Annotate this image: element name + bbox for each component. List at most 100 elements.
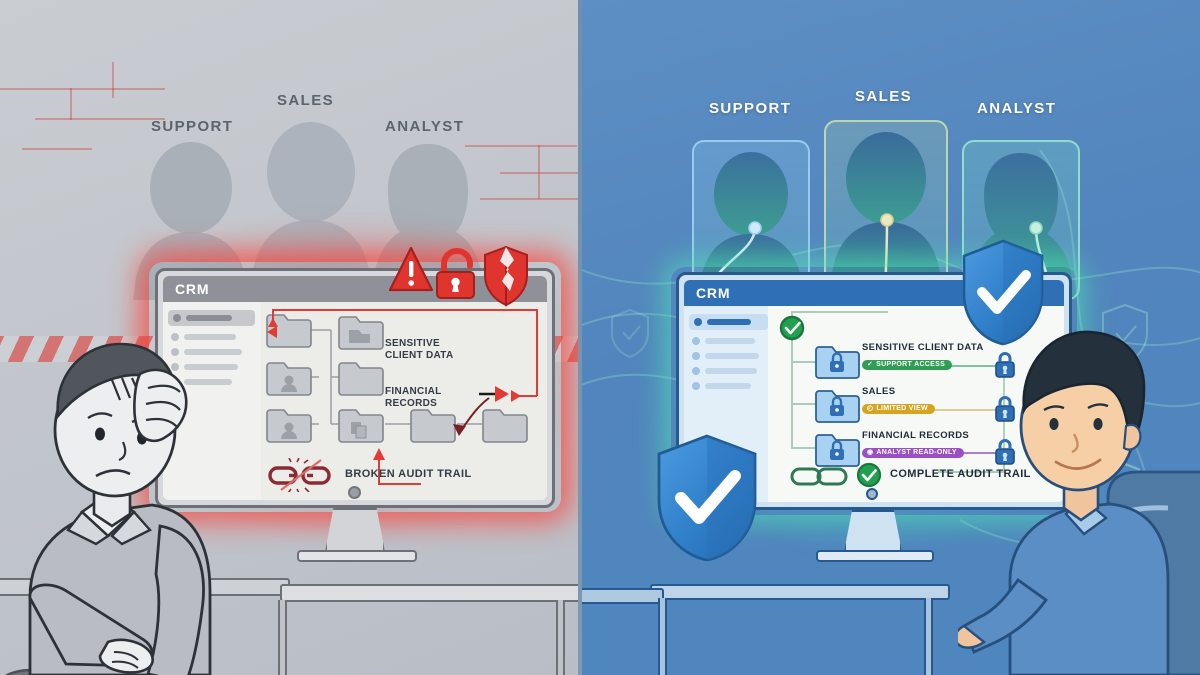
crm-sidebar-left[interactable] [168, 310, 255, 393]
broken-shield-icon [484, 246, 528, 307]
lock-icon-2 [995, 396, 1015, 422]
crm-sidebar-item[interactable] [692, 382, 768, 390]
permission-title: FINANCIAL RECORDS [862, 430, 970, 441]
permission-row-sales[interactable]: SALES ◴ LIMITED VIEW [862, 386, 935, 415]
sidebar-bullet-icon [692, 382, 700, 390]
badge-support-access[interactable]: ✓ SUPPORT ACCESS [862, 359, 953, 370]
label-line-2: CLIENT DATA [385, 349, 454, 361]
bg-circuit-line [500, 172, 580, 174]
panel-divider [578, 0, 582, 675]
persona-label-analyst-left: ANALYST [385, 118, 465, 135]
sidebar-label-placeholder [705, 368, 757, 374]
monitor-power-led [866, 488, 878, 500]
persona-label-support-right: SUPPORT [709, 100, 792, 117]
desk-leg-left-b [556, 600, 565, 675]
persona-label-sales-left: SALES [277, 92, 335, 109]
sidebar-label-placeholder [705, 353, 759, 359]
desk-surface-right-b [580, 588, 664, 604]
complete-audit-trail-label: COMPLETE AUDIT TRAIL [890, 468, 1031, 480]
analyst-silhouette-icon [371, 144, 485, 300]
sidebar-bullet-icon [173, 314, 181, 322]
bg-circuit-line [465, 145, 577, 147]
lock-icon-3 [995, 439, 1015, 465]
broken-audit-trail-label: BROKEN AUDIT TRAIL [345, 468, 472, 480]
monitor-power-led [348, 486, 361, 499]
bg-circuit-line [112, 62, 114, 98]
persona-label-analyst-right: ANALYST [977, 100, 1057, 117]
crm-sidebar-item-active[interactable] [168, 310, 255, 326]
crm-sidebar-item[interactable] [692, 367, 768, 375]
person-frustrated-left [5, 342, 212, 675]
permission-title: SALES [862, 386, 896, 397]
crm-sidebar-item-active[interactable] [689, 314, 768, 330]
persona-node-analyst [1029, 221, 1043, 235]
monitor-left: CRM [155, 268, 555, 562]
bg-circuit-line [538, 145, 540, 199]
crm-titlebar-left: CRM [163, 276, 547, 302]
permission-routing-right [779, 311, 1015, 473]
crm-app-title-left: CRM [175, 281, 210, 297]
bg-circuit-line [480, 198, 580, 200]
watermark-shield-icon [611, 308, 649, 359]
person-confident-right [958, 330, 1200, 675]
left-panel-before: SUPPORT SALES ANALYST CRM [0, 0, 580, 675]
badge-label: ANALYST READ-ONLY [876, 449, 957, 456]
sidebar-label-placeholder [184, 364, 238, 370]
badge-analyst-read-only[interactable]: ◉ ANALYST READ-ONLY [862, 447, 964, 458]
sidebar-bullet-icon [692, 337, 700, 345]
persona-node-sales [880, 213, 894, 227]
crm-sidebar-item[interactable] [692, 337, 768, 345]
crm-screen-left: CRM [163, 276, 547, 500]
desk-leg-right-a [658, 598, 667, 675]
sidebar-bullet-icon [692, 367, 700, 375]
desk-leg-right-b [924, 598, 933, 675]
sidebar-bullet-icon [692, 352, 700, 360]
desk-surface-right-a [650, 584, 950, 600]
sidebar-label-placeholder [705, 338, 755, 344]
folder-locked-3 [815, 434, 860, 467]
sidebar-bullet-icon [694, 318, 702, 326]
crm-app-title-right: CRM [696, 285, 731, 301]
monitor-base-right [816, 550, 934, 562]
bg-circuit-line [22, 148, 92, 150]
sidebar-bullet-icon [171, 333, 179, 341]
permission-row-sensitive-client-data[interactable]: SENSITIVE CLIENT DATA ✓ SUPPORT ACCESS [862, 342, 984, 371]
sidebar-bullet-icon [171, 348, 179, 356]
sidebar-label-placeholder [184, 349, 242, 355]
crm-sidebar-item[interactable] [692, 352, 768, 360]
label-financial-records-left: FINANCIAL RECORDS [385, 386, 442, 410]
warning-triangle-icon [388, 246, 434, 292]
right-panel-after: SUPPORT SALES ANALYST CRM [580, 0, 1200, 675]
crm-sidebar-item[interactable] [171, 363, 255, 371]
persona-label-sales-right: SALES [855, 88, 913, 105]
folder-graph-left [266, 309, 538, 485]
eye-icon: ◉ [867, 449, 874, 456]
sidebar-label-placeholder [186, 315, 232, 321]
folder-locked-1 [815, 346, 860, 379]
eye-left [95, 427, 105, 441]
monitor-neck-right [844, 510, 902, 552]
alert-icon-cluster-left [388, 246, 528, 307]
sidebar-label-placeholder [184, 379, 232, 385]
crm-sidebar-item[interactable] [171, 348, 255, 356]
badge-limited-view[interactable]: ◴ LIMITED VIEW [862, 403, 935, 414]
check-icon: ✓ [867, 361, 874, 368]
shield-check-top-icon [962, 239, 1044, 346]
sidebar-label-placeholder [184, 334, 236, 340]
permission-row-financial-records[interactable]: FINANCIAL RECORDS ◉ ANALYST READ-ONLY [862, 430, 969, 459]
crm-screen-right: CRM [684, 280, 1064, 502]
persona-label-support-left: SUPPORT [151, 118, 234, 135]
desk-surface-left-b [280, 584, 580, 602]
label-sensitive-client-data-left: SENSITIVE CLIENT DATA [385, 338, 453, 362]
clock-icon: ◴ [867, 405, 874, 412]
broken-chain-icon [268, 458, 331, 492]
crm-sidebar-right[interactable] [689, 314, 768, 397]
persona-analyst-left [368, 140, 488, 300]
label-line-1: SENSITIVE [385, 338, 440, 349]
label-line-2: RECORDS [385, 397, 438, 409]
eye-right [1093, 418, 1103, 430]
crm-sidebar-item[interactable] [171, 333, 255, 341]
permission-title: SENSITIVE CLIENT DATA [862, 342, 984, 353]
sidebar-bullet-icon [171, 363, 179, 371]
